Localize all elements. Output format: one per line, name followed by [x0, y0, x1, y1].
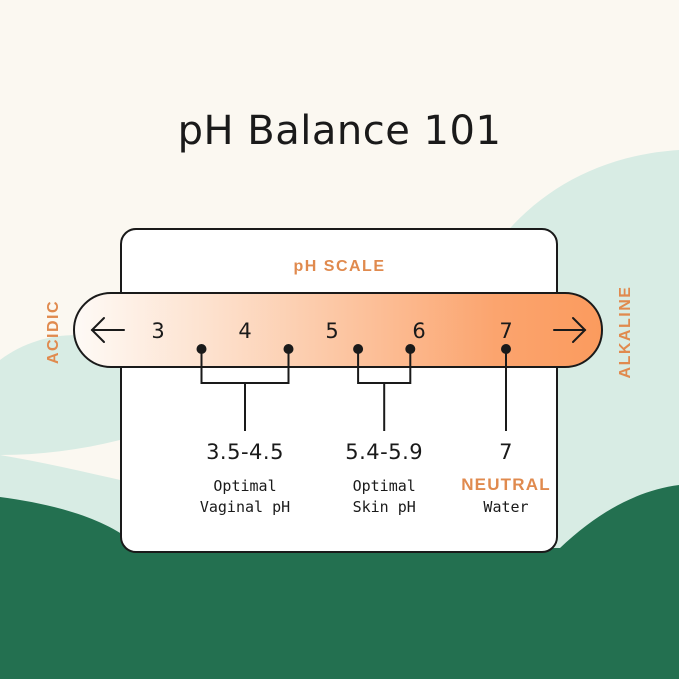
scale-numbers: 3 4 5 6 7	[151, 319, 512, 343]
background-green-shape	[0, 485, 679, 679]
scale-number-6: 6	[412, 319, 425, 343]
range-markers	[196, 344, 511, 431]
background-mint-left	[0, 335, 120, 455]
range-1-line1: Optimal	[352, 477, 416, 495]
neutral-sub-label: Water	[483, 498, 529, 516]
right-arrow-icon	[553, 317, 587, 343]
range-0-line1: Optimal	[213, 477, 277, 495]
scale-number-3: 3	[151, 319, 164, 343]
scale-number-4: 4	[238, 319, 251, 343]
range-0-line2: Vaginal pH	[199, 498, 291, 516]
scale-card	[120, 228, 558, 553]
range-0-value: 3.5-4.5	[206, 440, 284, 464]
range-0-bracket	[200, 349, 290, 384]
range-1-line2: Skin pH	[352, 498, 416, 516]
neutral-value: 7	[499, 440, 513, 464]
neutral-label: NEUTRAL	[461, 475, 551, 494]
range-1-value: 5.4-5.9	[345, 440, 424, 464]
ph-scale-label: pH SCALE	[293, 258, 386, 275]
page-title: pH Balance 101	[177, 108, 502, 154]
range-1-bracket	[357, 349, 412, 384]
scale-number-7: 7	[499, 319, 512, 343]
scale-number-5: 5	[325, 319, 338, 343]
ph-scale-bar	[73, 292, 603, 368]
left-arrow-icon	[90, 317, 125, 343]
